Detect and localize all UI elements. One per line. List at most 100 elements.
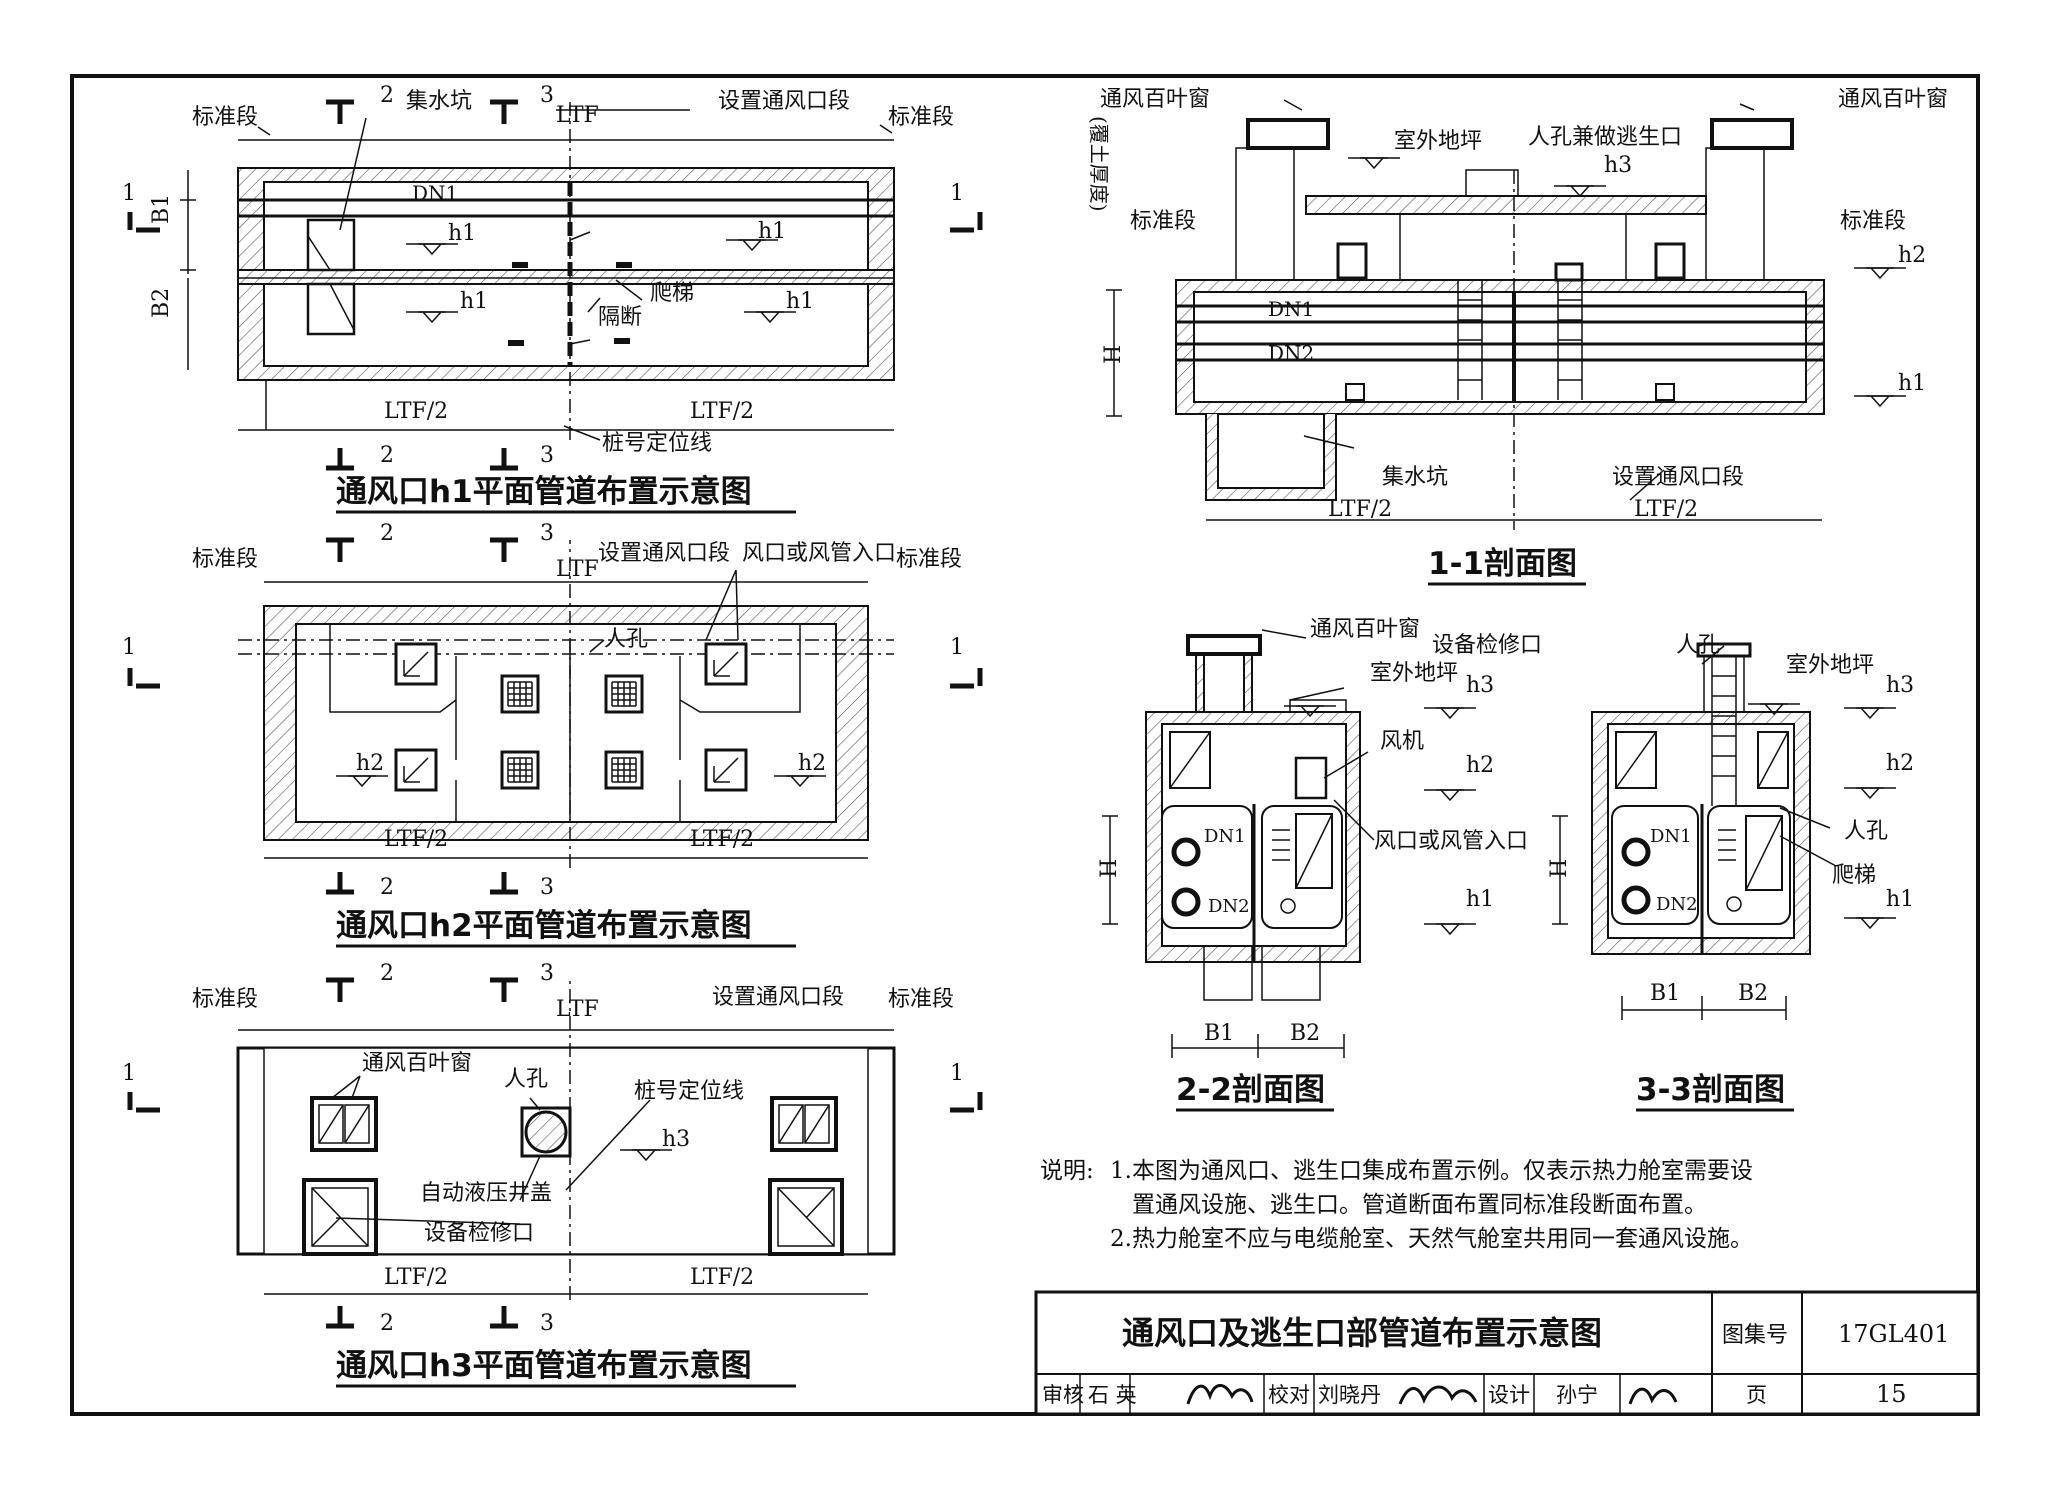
label-ltf-half-b: LTF/2 [1634,497,1698,522]
plan-h2-labels: 标准段 标准段 设置通风口段 风口或风管入口 人孔 h2 h2 LTF LTF/… [122,521,964,900]
design-label: 设计 [1488,1383,1530,1407]
label-sec1-left: 1 [122,635,136,660]
notes-line2: 置通风设施、逃生口。管道断面布置同标准段断面布置。 [1132,1192,1707,1218]
label-outdoor: 室外地坪 [1786,653,1874,678]
label-ltf-half-b: LTF/2 [690,827,754,852]
label-sec2-bot: 2 [380,875,394,900]
label-ltf-half-b: LTF/2 [690,1265,754,1290]
label-sec2-top: 2 [380,961,394,986]
label-dn2: DN2 [1656,894,1698,915]
label-h3: h3 [1604,153,1632,178]
label-ladder: 爬梯 [1832,863,1876,888]
label-sec1-left: 1 [122,1061,136,1086]
plan-h2 [127,537,983,895]
label-dn1: DN1 [1268,297,1314,321]
section-1-1-title: 1-1剖面图 [1428,546,1577,582]
notes-line1: 1.本图为通风口、逃生口集成布置示例。仅表示热力舱室需要设 [1110,1158,1753,1184]
label-b1: B1 [1650,981,1680,1006]
label-std-left: 标准段 [1130,209,1196,234]
label-sump: 集水坑 [406,89,472,114]
label-h3: h3 [1886,673,1914,698]
label-louver-left: 通风百叶窗 [1100,87,1210,112]
label-ladder: 爬梯 [650,281,694,306]
label-pile-line: 桩号定位线 [634,1079,744,1104]
label-pile-line: 桩号定位线 [602,431,712,456]
label-ltf-half-a: LTF/2 [384,1265,448,1290]
label-sec1-right: 1 [950,181,964,206]
drawing-title: 通风口及逃生口部管道布置示意图 [1122,1314,1602,1352]
label-louver: 通风百叶窗 [1310,617,1420,642]
label-sec3-top: 3 [540,961,554,986]
label-sump: 集水坑 [1382,465,1448,490]
label-b1: B1 [149,194,174,224]
plan-h3 [127,977,983,1329]
label-dn2: DN2 [1268,341,1314,365]
label-vent-section: 设置通风口段 [712,985,844,1010]
label-h3: h3 [1466,673,1494,698]
label-h: H [1101,345,1126,364]
page-number: 15 [1876,1380,1907,1408]
label-b2: B2 [1738,981,1768,1006]
label-sec3-top: 3 [540,521,554,546]
label-b2: B2 [1290,1021,1320,1046]
atlas-number: 17GL401 [1838,1320,1949,1348]
designer-signature [1628,1387,1678,1405]
notes-label: 说明: [1040,1158,1094,1184]
label-std-left: 标准段 [192,987,258,1012]
label-vent-section: 设置通风口段 [718,89,850,114]
label-sec3-bot: 3 [540,1311,554,1336]
review-label: 审核 [1042,1383,1084,1407]
check-label: 校对 [1268,1383,1310,1407]
label-ltf: LTF [556,557,599,582]
atlas-label: 图集号 [1722,1323,1788,1348]
label-h2: h2 [1466,753,1494,778]
checker-name: 刘晓丹 [1318,1383,1381,1407]
label-manhole-escape: 人孔兼做逃生口 [1528,125,1682,150]
label-hydraulic-cover: 自动液压井盖 [420,1181,552,1206]
section-1-1 [1106,99,1907,530]
notes: 说明: 1.本图为通风口、逃生口集成布置示例。仅表示热力舱室需要设 置通风设施、… [1040,1158,1753,1252]
plan-h3-labels: 标准段 标准段 设置通风口段 通风百叶窗 人孔 桩号定位线 h3 自动液压井盖 … [122,961,964,1336]
label-h1-d: h1 [786,289,814,314]
label-h2: h2 [1886,751,1914,776]
label-partition: 隔断 [598,305,642,330]
label-air-inlet: 风口或风管入口 [742,541,896,566]
label-manhole: 人孔 [1676,633,1720,658]
label-h2-b: h2 [798,751,826,776]
label-cover-thickness: (覆土厚度) [1087,116,1111,212]
label-ltf-half-a: LTF/2 [384,827,448,852]
page-label: 页 [1746,1383,1767,1407]
label-maint: 设备检修口 [1432,633,1542,658]
label-sec2-top: 2 [380,83,394,108]
label-manhole2: 人孔 [1844,819,1888,844]
label-std-left: 标准段 [192,547,258,572]
label-h1-c: h1 [460,289,488,314]
label-vent-section: 设置通风口段 [1612,465,1744,490]
label-std-right: 标准段 [896,547,962,572]
notes-line3: 2.热力舱室不应与电缆舱室、天然气舱室共用同一套通风设施。 [1110,1226,1753,1252]
label-manhole: 人孔 [604,627,648,652]
label-ltf: LTF [556,997,599,1022]
label-h2-a: h2 [356,751,384,776]
section-2-2-labels: 通风百叶窗 设备检修口 室外地坪 风机 风口或风管入口 DN1 DN2 H h1… [1097,617,1542,1046]
label-h2: h2 [1898,243,1926,268]
label-louver-right: 通风百叶窗 [1838,87,1948,112]
reviewer-signature [1186,1384,1254,1405]
label-std-right: 标准段 [888,105,954,130]
label-ltf-half-a: LTF/2 [1328,497,1392,522]
label-h3: h3 [662,1127,690,1152]
label-h1: h1 [1886,887,1914,912]
label-sec2-bot: 2 [380,1311,394,1336]
label-ltf: LTF [556,103,599,128]
label-b2: B2 [149,288,174,318]
label-ltf-half-a: LTF/2 [384,399,448,424]
section-3-3-labels: 人孔 室外地坪 人孔 爬梯 DN1 DN2 H h1 h2 h3 B1 B2 [1547,633,1914,1006]
label-sec1-right: 1 [950,1061,964,1086]
label-maint-opening: 设备检修口 [424,1221,534,1246]
section-1-1-labels: 通风百叶窗 通风百叶窗 室外地坪 人孔兼做逃生口 (覆土厚度) 标准段 标准段 … [1087,87,1948,522]
label-manhole: 人孔 [504,1067,548,1092]
label-b1: B1 [1204,1021,1234,1046]
label-sec1-left: 1 [122,181,136,206]
label-dn2: DN2 [1208,896,1250,917]
